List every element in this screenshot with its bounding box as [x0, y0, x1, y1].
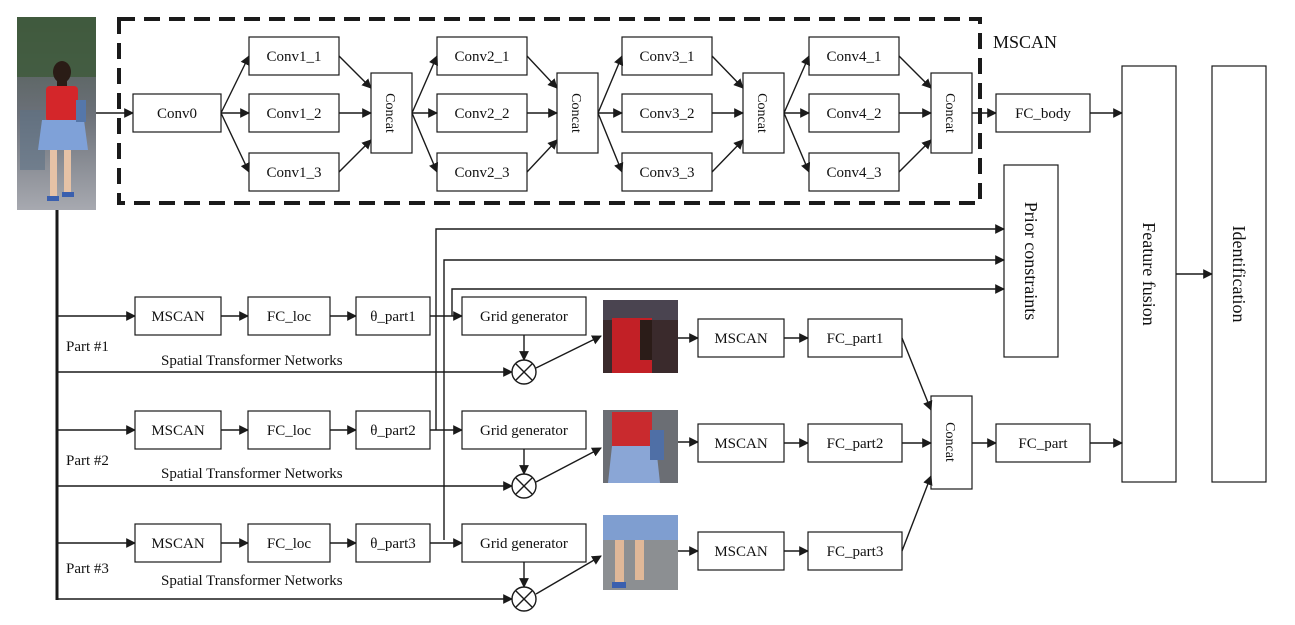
part-2-label: Part #2: [66, 453, 109, 469]
concat-4-label: Concat: [942, 93, 957, 133]
mscan-arrows: [220, 55, 997, 173]
conv2-3-label: Conv2_3: [454, 165, 509, 181]
feature-fusion-block: Feature fusion: [1121, 65, 1177, 483]
conv3-1-label: Conv3_1: [639, 49, 694, 65]
part-3-crop-image: [603, 515, 678, 590]
multiply-icon: [511, 473, 537, 499]
part-row-3: Part #3 Spatial Transformer Networks MSC…: [57, 515, 903, 612]
fc-part-label: FC_part: [1018, 436, 1068, 452]
concat-2-label: Concat: [568, 93, 583, 133]
part-row-2: Part #2 Spatial Transformer Networks MSC…: [57, 410, 903, 499]
concat-4: Concat: [930, 72, 973, 154]
concat-2: Concat: [556, 72, 599, 154]
part-1-mscan-label: MSCAN: [151, 309, 205, 325]
conv4-3-label: Conv4_3: [826, 165, 881, 181]
part-3-stn-label: Spatial Transformer Networks: [161, 573, 343, 589]
part-1-stn-label: Spatial Transformer Networks: [161, 353, 343, 369]
multiply-icon: [511, 359, 537, 385]
prior-constraints-block: Prior constraints: [1003, 164, 1059, 358]
conv4-2-label: Conv4_2: [826, 106, 881, 122]
part-2-mscan2-label: MSCAN: [714, 436, 768, 452]
concat-3-label: Concat: [754, 93, 769, 133]
mscan-dashed-region: [117, 17, 982, 205]
mscan-title: MSCAN: [993, 32, 1057, 52]
conv1-2-label: Conv1_2: [266, 106, 321, 122]
conv3-3-label: Conv3_3: [639, 165, 694, 181]
conv2-2-label: Conv2_2: [454, 106, 509, 122]
identification-block: Identification: [1211, 65, 1267, 483]
fc-body-label: FC_body: [1015, 106, 1071, 122]
part-concat-block: Concat: [930, 395, 973, 490]
conv2-stage: Conv2_1 Conv2_2 Conv2_3: [436, 36, 528, 192]
conv1-1-label: Conv1_1: [266, 49, 321, 65]
part-3-fcloc-label: FC_loc: [267, 536, 312, 552]
part-3-fc-label: FC_part3: [827, 544, 884, 560]
conv1-3-label: Conv1_3: [266, 165, 321, 181]
part-concat-label: Concat: [942, 422, 957, 462]
part-1-label: Part #1: [66, 339, 109, 355]
part-3-theta-label: θ_part3: [370, 536, 416, 552]
part-2-fc-label: FC_part2: [827, 436, 884, 452]
theta-to-prior-lines: [435, 224, 1005, 540]
fc-part-block: FC_part: [995, 423, 1091, 463]
part-1-fcloc-label: FC_loc: [267, 309, 312, 325]
conv4-1-label: Conv4_1: [826, 49, 881, 65]
part-1-theta-label: θ_part1: [370, 309, 416, 325]
multiply-icon: [511, 586, 537, 612]
conv3-stage: Conv3_1 Conv3_2 Conv3_3: [621, 36, 713, 192]
part-3-grid-label: Grid generator: [480, 536, 568, 552]
prior-constraints-label: Prior constraints: [1021, 202, 1041, 321]
identification-label: Identification: [1229, 226, 1249, 323]
feature-fusion-label: Feature fusion: [1139, 222, 1159, 325]
part-3-mscan2-label: MSCAN: [714, 544, 768, 560]
conv2-1-label: Conv2_1: [454, 49, 509, 65]
part-1-mscan2-label: MSCAN: [714, 331, 768, 347]
part-2-grid-label: Grid generator: [480, 423, 568, 439]
input-person-image: [17, 17, 96, 210]
part-3-mscan-label: MSCAN: [151, 536, 205, 552]
concat-1: Concat: [370, 72, 413, 154]
conv0-label: Conv0: [157, 106, 197, 122]
concat-1-label: Concat: [382, 93, 397, 133]
part-2-stn-label: Spatial Transformer Networks: [161, 466, 343, 482]
concat-3: Concat: [742, 72, 785, 154]
part-row-1: Part #1 Spatial Transformer Networks MSC…: [57, 296, 903, 385]
part-1-crop-image: [603, 300, 678, 373]
part-3-label: Part #3: [66, 561, 109, 577]
part-2-fcloc-label: FC_loc: [267, 423, 312, 439]
part-2-theta-label: θ_part2: [370, 423, 416, 439]
part-1-grid-label: Grid generator: [480, 309, 568, 325]
conv4-stage: Conv4_1 Conv4_2 Conv4_3: [808, 36, 900, 192]
part-1-fc-label: FC_part1: [827, 331, 884, 347]
fc-body-block: FC_body: [995, 93, 1091, 133]
conv3-2-label: Conv3_2: [639, 106, 694, 122]
conv0-block: Conv0: [132, 93, 222, 133]
part-2-crop-image: [603, 410, 678, 483]
conv1-stage: Conv1_1 Conv1_2 Conv1_3: [248, 36, 340, 192]
part-2-mscan-label: MSCAN: [151, 423, 205, 439]
